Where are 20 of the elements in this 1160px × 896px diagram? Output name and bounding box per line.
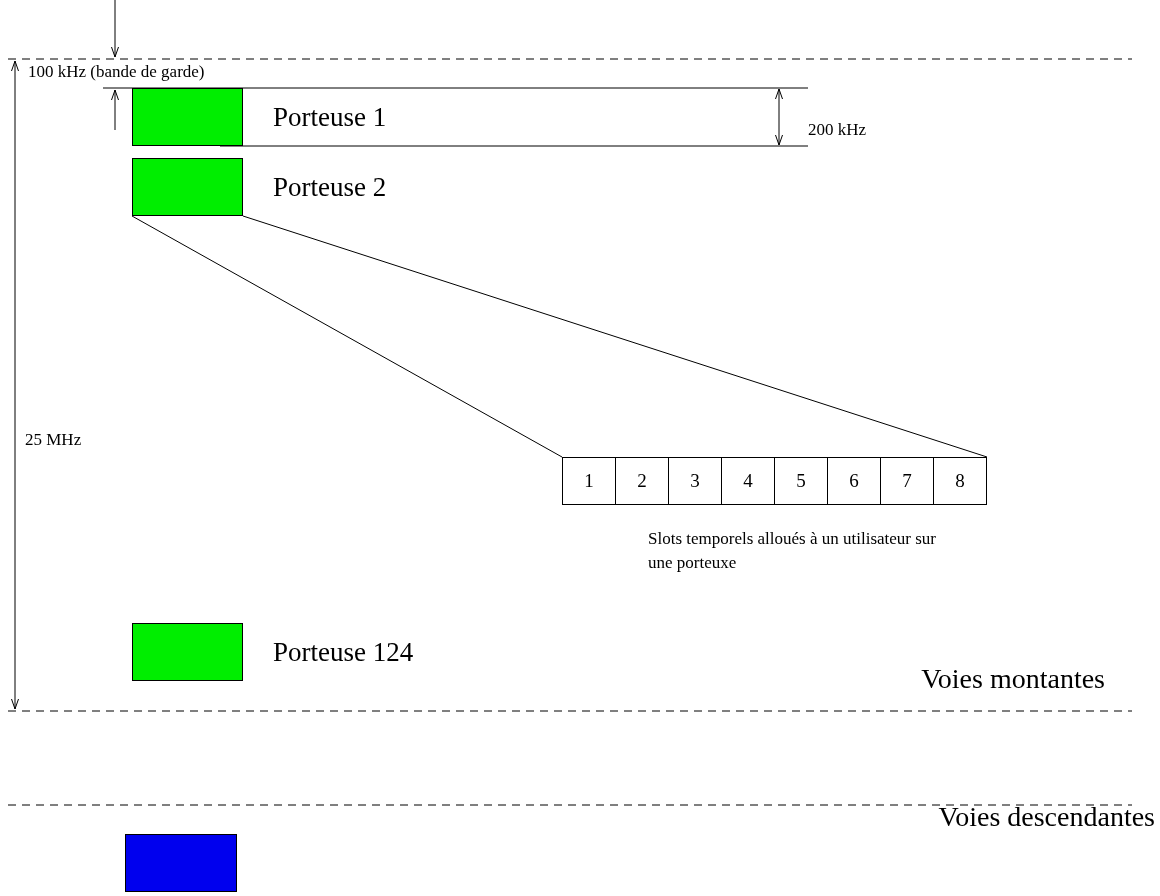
slot-cell: 5 bbox=[774, 457, 828, 505]
carrier-label: Porteuse 2 bbox=[273, 173, 387, 201]
carrier-label: Porteuse 1 bbox=[273, 103, 387, 131]
zoom-line bbox=[242, 215, 988, 458]
band-label: Voies descendantes bbox=[938, 800, 1155, 834]
dimension-label: 100 kHz (bande de garde) bbox=[28, 62, 205, 83]
carrier-block bbox=[125, 834, 237, 892]
band-label: Voies montantes bbox=[921, 662, 1105, 696]
slot-cell: 3 bbox=[668, 457, 722, 505]
slot-cell: 8 bbox=[933, 457, 987, 505]
slot-cell: 6 bbox=[827, 457, 881, 505]
zoom-line bbox=[131, 215, 563, 458]
dimension-label: 25 MHz bbox=[25, 430, 82, 451]
slot-cell: 1 bbox=[562, 457, 616, 505]
slot-cell: 4 bbox=[721, 457, 775, 505]
carrier-label: Porteuse 124 bbox=[273, 638, 414, 666]
slot-cell: 7 bbox=[880, 457, 934, 505]
slot-cell: 2 bbox=[615, 457, 669, 505]
caption-note: Slots temporels alloués à un utilisateur sur une porteuxe bbox=[648, 528, 937, 574]
dimension-label: 200 kHz bbox=[808, 120, 867, 141]
